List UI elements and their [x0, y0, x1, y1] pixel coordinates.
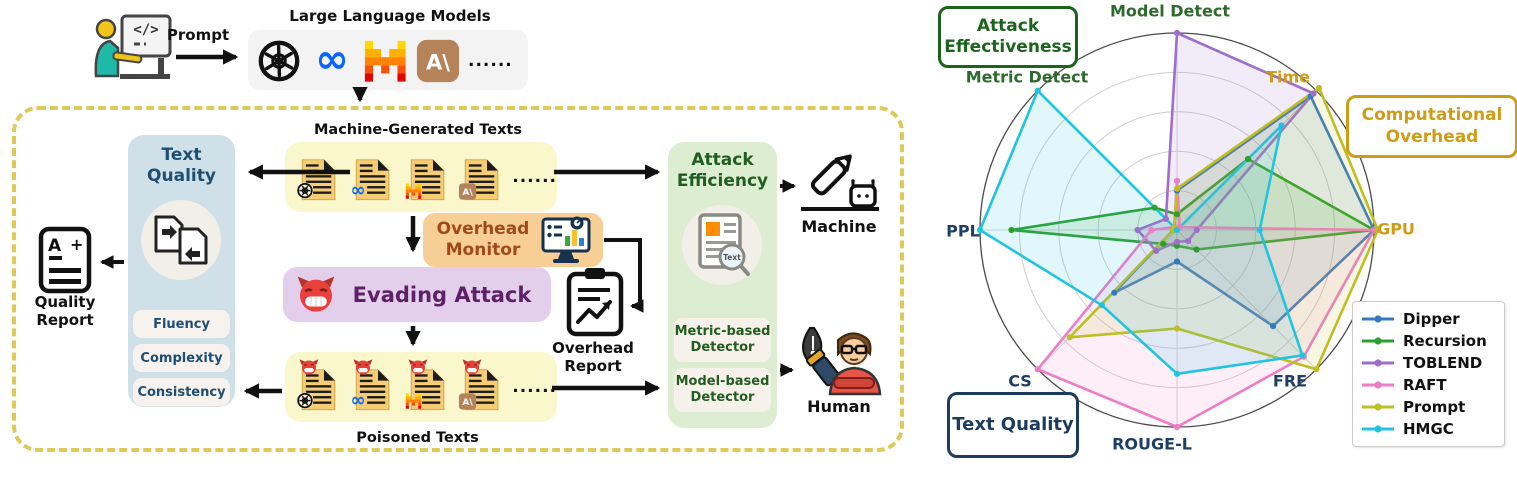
- legend-entry-HMGC: HMGC: [1361, 419, 1496, 439]
- human-pen-person-icon: [802, 327, 882, 396]
- legend-marker: [1362, 425, 1394, 433]
- flow-arrows: [99, 49, 797, 399]
- legend-entry-TOBLEND: TOBLEND: [1361, 353, 1496, 373]
- poisoned-texts-label: Poisoned Texts: [356, 429, 479, 446]
- legend-marker: [1362, 403, 1394, 411]
- legend-label: Recursion: [1403, 332, 1487, 350]
- svg-text:∞: ∞: [315, 38, 349, 83]
- llm-logo-row: ∞ A\......: [256, 34, 524, 88]
- legend-marker: [1362, 337, 1394, 345]
- computational-overhead-annotation: Computational Overhead: [1346, 95, 1517, 158]
- document-compare-icon: [154, 215, 208, 265]
- overhead-report-icon: [566, 268, 624, 337]
- axis-label-metric-detect: Metric Detect: [965, 67, 1089, 87]
- legend-entry-RAFT: RAFT: [1361, 375, 1496, 395]
- monitor-dashboard-icon: [541, 216, 591, 263]
- legend-marker: [1362, 381, 1394, 389]
- axis-label-model-detect: Model Detect: [1109, 1, 1231, 21]
- axis-label-ppl: PPL: [946, 221, 980, 241]
- svg-text:A\: A\: [462, 188, 473, 198]
- overhead-monitor-label: Overhead Monitor: [436, 218, 530, 260]
- legend-label: Dipper: [1403, 310, 1460, 328]
- machine-label: Machine: [801, 216, 877, 236]
- attack-effectiveness-annotation: Attack Effectiveness: [938, 6, 1078, 68]
- radar-chart: [976, 29, 1381, 431]
- model-based-detector: Model-based Detector: [674, 368, 771, 412]
- ellipsis: ......: [468, 51, 513, 71]
- poisoned-document-icon-openai: [296, 359, 336, 411]
- legend-label: Prompt: [1403, 398, 1466, 416]
- user-at-computer-icon: </>: [94, 14, 172, 79]
- text-quality-annotation: Text Quality: [947, 392, 1079, 458]
- overhead-report-label: Overhead Report: [552, 339, 634, 375]
- poisoned-document-icon-mistral: [405, 359, 444, 411]
- machine-generated-texts-box: ∞ A\......: [285, 142, 557, 212]
- legend-marker: [1362, 315, 1394, 323]
- svg-text:A\: A\: [426, 50, 450, 75]
- axis-label-gpu: GPU: [1377, 219, 1415, 239]
- legend-entry-Dipper: Dipper: [1361, 309, 1496, 329]
- axis-label-cs: CS: [1008, 371, 1032, 391]
- axis-label-fre: FRE: [1272, 371, 1308, 391]
- document-icon-mistral: [405, 159, 444, 201]
- attack-efficiency-title: Attack Efficiency: [676, 149, 769, 191]
- svg-text:∞: ∞: [351, 390, 366, 411]
- text-inspect-icon: Text: [698, 213, 750, 276]
- poisoned-texts-box: ∞ A\......: [285, 352, 557, 422]
- quality-report-icon: A +: [38, 226, 92, 294]
- svg-text:Text: Text: [723, 253, 741, 262]
- svg-text:A\: A\: [462, 398, 473, 408]
- meta-logo-icon: ∞: [315, 38, 349, 83]
- evading-attack-label: Evading Attack: [352, 282, 532, 307]
- poisoned-document-icon-meta: ∞: [351, 359, 390, 411]
- legend-label: HMGC: [1403, 420, 1454, 438]
- document-icon-anthropic: A\: [458, 159, 499, 201]
- svg-text:</>: </>: [133, 22, 158, 38]
- metric-consistency: Consistency: [133, 378, 230, 406]
- metric-complexity: Complexity: [133, 344, 230, 372]
- legend-marker: [1362, 359, 1394, 367]
- axis-label-time: Time: [1266, 67, 1310, 87]
- svg-text:A: A: [48, 236, 62, 256]
- arrow-monitor-elbow: [604, 238, 644, 313]
- prompt-label: Prompt: [166, 26, 230, 44]
- legend-entry-Recursion: Recursion: [1361, 331, 1496, 351]
- quality-report-label: Quality Report: [34, 293, 96, 329]
- machine-generated-texts-label: Machine-Generated Texts: [313, 122, 522, 138]
- axis-label-rouge-l: ROUGE-L: [1112, 434, 1192, 454]
- ellipsis: ......: [512, 167, 557, 187]
- llm-title: Large Language Models: [289, 7, 491, 25]
- ellipsis: ......: [512, 377, 557, 397]
- poisoned-document-icon-anthropic: A\: [458, 359, 499, 411]
- machine-pencil-robot-icon: [801, 154, 879, 211]
- text-quality-title: Text Quality: [147, 144, 216, 186]
- anthropic-logo-icon: A\: [416, 39, 460, 83]
- svg-text:+: +: [70, 235, 83, 254]
- legend-entry-Prompt: Prompt: [1361, 397, 1496, 417]
- metric-based-detector: Metric-based Detector: [674, 318, 771, 362]
- document-icon-meta: ∞: [351, 159, 390, 201]
- evaluation-dashed-frame: [12, 106, 904, 452]
- svg-text:∞: ∞: [351, 180, 366, 201]
- metric-fluency: Fluency: [133, 310, 230, 338]
- devil-icon: [297, 276, 335, 312]
- legend-label: TOBLEND: [1403, 354, 1483, 372]
- legend-label: RAFT: [1403, 376, 1447, 394]
- mistral-logo-icon: [364, 40, 406, 82]
- human-label: Human: [807, 396, 871, 416]
- openai-logo-icon: [258, 40, 300, 82]
